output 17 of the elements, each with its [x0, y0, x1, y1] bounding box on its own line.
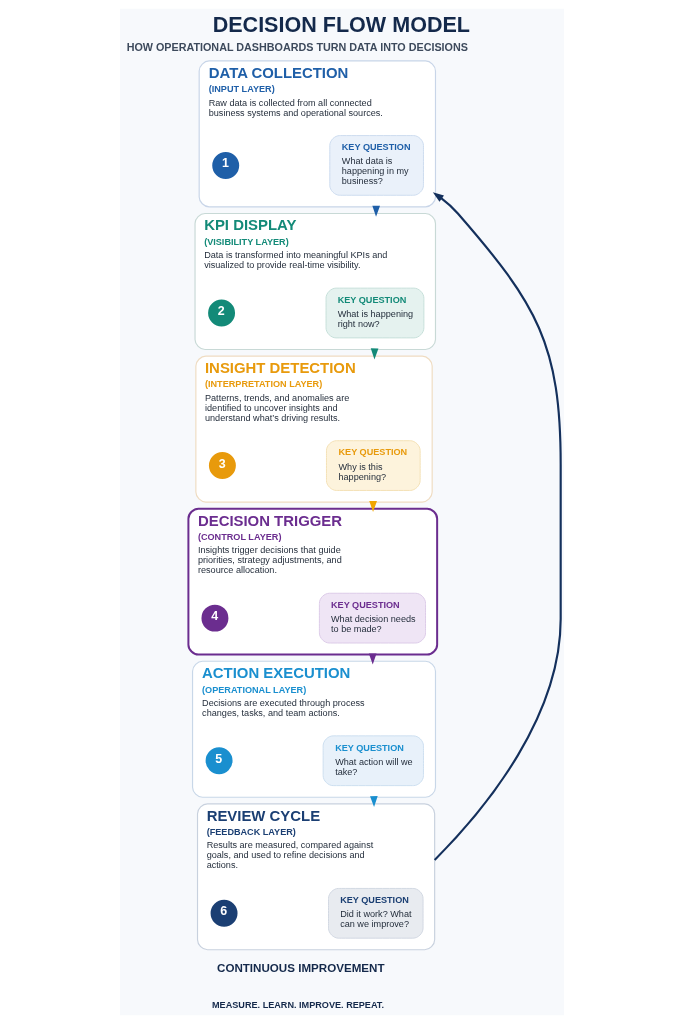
node-circle: 2: [205, 297, 237, 329]
node-circle: 6: [208, 897, 240, 929]
label: MEASURE. LEARN. IMPROVE. REPEAT.: [211, 999, 384, 1010]
label: CONTINUOUS IMPROVEMENT: [216, 960, 384, 974]
arrow: [432, 192, 562, 861]
label: HOW OPERATIONAL DASHBOARDS TURN DATA INTO DECISIONS: [126, 40, 468, 53]
node-box: KEY QUESTION What action will we take?: [322, 735, 424, 787]
node-circle: 4: [198, 602, 230, 634]
node-box: KEY QUESTION What decision needs to be made?: [318, 592, 426, 644]
diagram-title: DECISION FLOW MODEL: [212, 11, 470, 37]
node-box: KEY QUESTION What data is happening in my business?: [328, 135, 424, 196]
node-circle: 3: [206, 450, 238, 482]
node-box: KEY QUESTION Did it work? What can we improve?: [327, 887, 424, 939]
node-box: KEY QUESTION Why is this happening?: [325, 440, 421, 491]
node-circle: 1: [209, 149, 241, 181]
node-box: KEY QUESTION What is happening right now?: [325, 287, 424, 339]
node-circle: 5: [203, 745, 235, 777]
